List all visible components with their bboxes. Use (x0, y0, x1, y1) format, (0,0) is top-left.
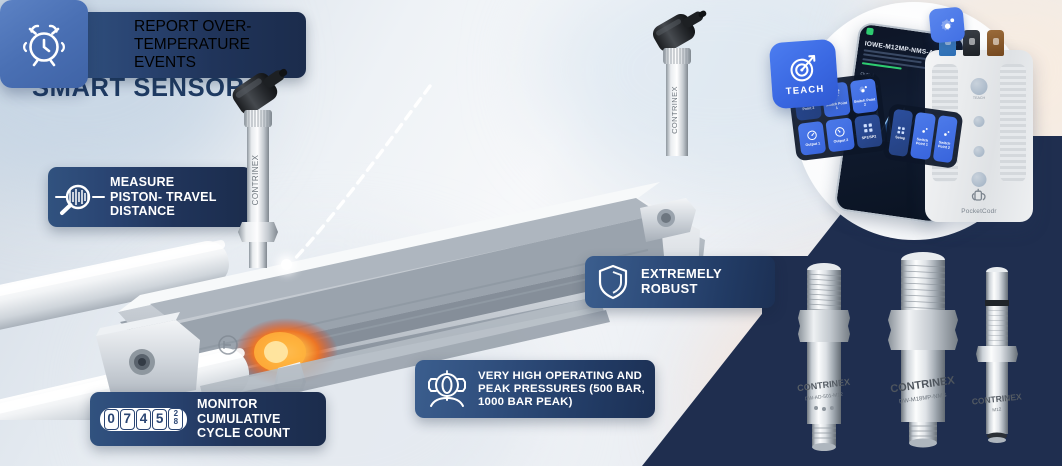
odometer-digit: 5 (152, 408, 168, 430)
app-tile[interactable]: SP1/SP2 (853, 113, 883, 149)
product-sensor-3: CONTRINEX M12 (971, 262, 1022, 458)
gauge-icon (806, 130, 817, 141)
callout-cycle-count-label: MONITOR CUMULATIVE CYCLE COUNT (196, 397, 291, 441)
odometer-digit: 4 (135, 408, 151, 430)
smart-sensor-right: CONTRINEX (645, 10, 707, 160)
brown-plug-icon (987, 30, 1004, 56)
product-sensor-1: CONTRINEX DW-AD-501-M12 (792, 258, 856, 458)
callout-cycle-count[interactable]: 0 7 4 5 2 8 MONITOR CUMULATIVE CYCLE COU… (90, 392, 326, 446)
gear-icon (922, 128, 928, 133)
app-tile[interactable]: Switch Point 2 (849, 78, 879, 114)
callout-extremely-robust[interactable]: EXTREMELY ROBUST (585, 256, 775, 308)
teach-button-icon[interactable] (970, 78, 988, 95)
diving-helmet-icon (425, 369, 469, 409)
app-tile[interactable]: Output 2 (825, 116, 855, 153)
battery-ok-icon (865, 27, 874, 36)
app-tile-label: Setup (894, 135, 906, 141)
magnifier-scale-icon (54, 178, 106, 216)
product-sensor-2: CONTRINEX DW-M18MP-NMS (885, 248, 961, 448)
app-tile-label: Switch Point 2 (937, 139, 951, 150)
app-tile[interactable]: Switch Point 2 (932, 114, 958, 164)
gear-icon (944, 131, 950, 137)
gauge-icon (835, 127, 845, 137)
odometer-roll-top: 2 (173, 409, 179, 418)
app-tile-label: SP1/SP2 (861, 134, 877, 141)
bluetooth-icon[interactable] (973, 116, 985, 127)
black-plug-icon (963, 30, 980, 56)
odometer-roll-bottom: 8 (173, 417, 179, 426)
gear-icon (859, 86, 868, 93)
shield-icon (597, 264, 629, 300)
grid-icon (863, 123, 873, 133)
teach-button-label: TEACH (972, 96, 986, 100)
callout-measure-label: MEASURE PISTON- TRAVEL DISTANCE (110, 175, 217, 219)
smart-sensor-left: CONTRINEX (228, 62, 288, 272)
hotspot-marker (281, 259, 292, 270)
teach-badge[interactable]: TEACH (768, 38, 840, 110)
odometer-digit: 7 (119, 408, 135, 430)
device-grip-right (1000, 64, 1026, 182)
odometer-digit: 0 (103, 408, 119, 430)
callout-measure-piston-travel[interactable]: MEASURE PISTON- TRAVEL DISTANCE (48, 167, 252, 227)
app-tile-label: Switch Point 1 (915, 136, 929, 147)
pocketcodr-brand-label: PocketCodr (961, 208, 997, 215)
settings-tile[interactable] (928, 6, 966, 44)
svg-text:M12: M12 (992, 407, 1002, 413)
teach-badge-label: TEACH (785, 83, 825, 97)
odometer-rolling-digit: 2 8 (168, 408, 184, 430)
callout-high-pressure[interactable]: VERY HIGH OPERATING AND PEAK PRESSURES (… (415, 360, 655, 418)
app-tile-label: Point 2 (802, 106, 815, 112)
app-tile-grid-secondary[interactable]: Setup Switch Point 1 Switch Point 2 (882, 103, 964, 169)
app-tile-label: Switch Point 2 (853, 97, 876, 107)
power-icon[interactable] (971, 172, 987, 187)
app-tile[interactable]: Output 1 (797, 120, 827, 156)
target-dart-icon (790, 54, 816, 81)
svg-text:CONTRINEX: CONTRINEX (251, 154, 260, 205)
odometer-icon: 0 7 4 5 2 8 (100, 407, 187, 431)
gear-icon (940, 17, 954, 31)
clock-icon[interactable] (973, 146, 985, 157)
pocketcodr-logo-icon (971, 188, 986, 201)
alarm-clock-icon (0, 0, 88, 88)
app-tile[interactable]: Switch Point 1 (910, 111, 936, 161)
app-tile-label: Output 1 (805, 141, 821, 148)
app-tile-label: Output 2 (833, 138, 849, 145)
callout-robust-label: EXTREMELY ROBUST (641, 266, 722, 296)
grid-icon (897, 126, 906, 134)
app-tile[interactable]: Setup (888, 108, 914, 158)
callout-pressure-label: VERY HIGH OPERATING AND PEAK PRESSURES (… (478, 369, 645, 408)
svg-text:CONTRINEX: CONTRINEX (670, 86, 679, 134)
